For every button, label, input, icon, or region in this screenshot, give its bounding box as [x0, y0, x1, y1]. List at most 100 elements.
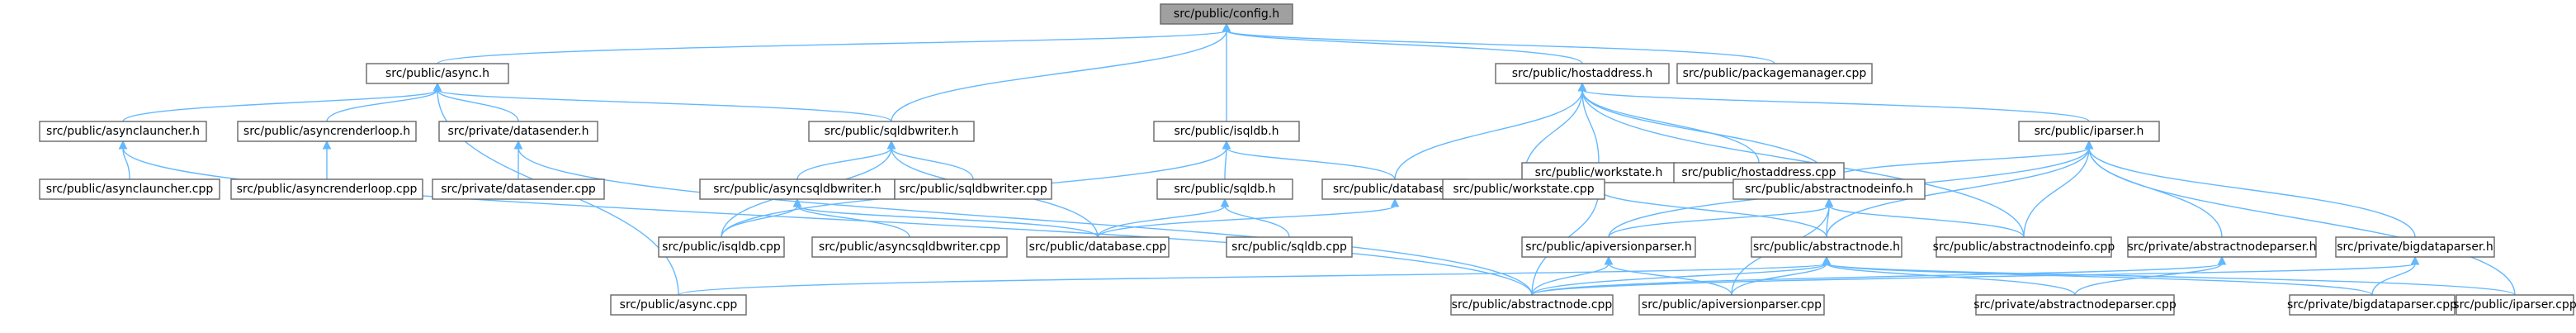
node-sqldbwriter-h[interactable]: src/public/sqldbwriter.h: [808, 121, 975, 142]
node-box: [1026, 236, 1170, 258]
edge-apiversionparser_cpp-to-apiversionparser_h: [1608, 263, 1732, 296]
node-asyncsqldbwriter-h[interactable]: src/public/asyncsqldbwriter.h: [699, 178, 896, 200]
edge-abstractnodeinfo_cpp-to-hostaddress_h: [1581, 89, 2025, 238]
node-abstractnode-cpp[interactable]: src/public/abstractnode.cpp: [1450, 294, 1614, 316]
edge-apiversionparser_cpp-to-abstractnode_h: [1731, 263, 1827, 296]
arrowhead-abstractnodeparser_cpp-to-abstractnodeparser_h: [2217, 255, 2227, 265]
node-iparser-cpp[interactable]: src/public/iparser.cpp: [2453, 294, 2576, 316]
node-async-cpp[interactable]: src/public/async.cpp: [610, 294, 747, 316]
node-box: [39, 178, 220, 200]
node-workstate-cpp[interactable]: src/public/workstate.cpp: [1442, 178, 1605, 200]
node-box: [658, 236, 785, 258]
node-label: src/public/asyncrenderloop.cpp: [237, 183, 418, 196]
node-label: src/public/config.h: [1174, 7, 1279, 21]
node-isqldb-cpp[interactable]: src/public/isqldb.cpp: [658, 236, 785, 258]
node-abstractnodeparser-h[interactable]: src/private/abstractnodeparser.h: [2127, 236, 2317, 258]
node-asyncrenderloop-cpp[interactable]: src/public/asyncrenderloop.cpp: [230, 178, 423, 200]
node-box: [2127, 236, 2317, 258]
node-database-cpp[interactable]: src/public/database.cpp: [1026, 236, 1170, 258]
node-box: [1936, 236, 2112, 258]
edge-sqldb_cpp-to-sqldb_h: [1224, 205, 1290, 238]
node-asyncrenderloop-h[interactable]: src/public/asyncrenderloop.h: [237, 121, 417, 142]
node-hostaddress-cpp[interactable]: src/public/hostaddress.cpp: [1673, 162, 1845, 183]
node-label: src/public/workstate.cpp: [1453, 183, 1594, 196]
arrowhead-iparser_cpp-to-iparser_h: [2084, 140, 2094, 150]
node-label: src/public/database.h: [1333, 183, 1457, 196]
edge-database_cpp-to-sqldb_h: [1097, 205, 1226, 238]
node-config-h[interactable]: src/public/config.h: [1160, 3, 1293, 25]
node-box: [237, 121, 417, 142]
node-label: src/public/abstractnodeinfo.h: [1745, 183, 1913, 196]
edge-datasender_h-to-async_h: [437, 89, 519, 122]
node-abstractnodeparser-cpp[interactable]: src/private/abstractnodeparser.cpp: [1973, 294, 2177, 316]
arrowhead-apiversionparser_cpp-to-apiversionparser_h: [1604, 255, 1614, 265]
edge-iparser_cpp-to-abstractnode_h: [1826, 263, 2516, 296]
edge-sqldbwriter_cpp-to-sqldbwriter_h: [891, 147, 974, 180]
node-label: src/public/iparser.cpp: [2453, 298, 2576, 312]
node-label: src/public/isqldb.cpp: [662, 240, 781, 254]
node-box: [610, 294, 747, 316]
node-box: [808, 121, 975, 142]
node-label: src/public/apiversionparser.cpp: [1642, 298, 1822, 312]
node-bigdataparser-cpp[interactable]: src/private/bigdataparser.cpp: [2287, 294, 2457, 316]
node-hostaddress-h[interactable]: src/public/hostaddress.h: [1495, 63, 1670, 84]
node-box: [1975, 294, 2175, 316]
edge-abstractnodeparser_cpp-to-abstractnodeparser_h: [2074, 263, 2223, 296]
node-apiversionparser-cpp[interactable]: src/public/apiversionparser.cpp: [1638, 294, 1825, 316]
node-box: [432, 178, 605, 200]
node-asyncsqldbwriter-cpp[interactable]: src/public/asyncsqldbwriter.cpp: [811, 236, 1008, 258]
node-packagemanager-cpp[interactable]: src/public/packagemanager.cpp: [1676, 63, 1873, 84]
edge-isqldb_cpp-to-asyncsqldbwriter_h: [721, 205, 798, 238]
edge-asynclauncher_cpp-to-asynclauncher_h: [122, 147, 130, 180]
node-label: src/private/bigdataparser.h: [2337, 240, 2493, 254]
node-box: [699, 178, 896, 200]
node-abstractnodeinfo-h[interactable]: src/public/abstractnodeinfo.h: [1732, 178, 1926, 200]
arrowhead-async_cpp-to-async_h: [432, 82, 442, 92]
node-sqldbwriter-cpp[interactable]: src/public/sqldbwriter.cpp: [894, 178, 1052, 200]
edge-abstractnode_cpp-to-bigdataparser_h: [1531, 263, 2416, 296]
edge-database_h-to-hostaddress_h: [1394, 89, 1583, 180]
node-box: [1495, 63, 1670, 84]
node-box: [1156, 178, 1293, 200]
edge-bigdataparser_h-to-iparser_h: [2088, 147, 2416, 238]
node-datasender-h[interactable]: src/private/datasender.h: [438, 121, 598, 142]
node-async-h[interactable]: src/public/async.h: [366, 63, 509, 84]
node-abstractnode-h[interactable]: src/public/abstractnode.h: [1751, 236, 1902, 258]
nodes-layer: src/public/config.h src/public/async.h src…: [39, 3, 2576, 316]
node-box: [1442, 178, 1605, 200]
node-isqldb-h[interactable]: src/public/isqldb.h: [1153, 121, 1300, 142]
edge-asynclauncher_h-to-async_h: [122, 89, 438, 122]
node-label: src/private/abstractnodeparser.h: [2127, 240, 2316, 254]
node-asynclauncher-cpp[interactable]: src/public/asynclauncher.cpp: [39, 178, 220, 200]
node-datasender-cpp[interactable]: src/private/datasender.cpp: [432, 178, 605, 200]
node-label: src/public/iparser.h: [2035, 125, 2144, 138]
node-box: [1751, 236, 1902, 258]
node-bigdataparser-h[interactable]: src/private/bigdataparser.h: [2335, 236, 2495, 258]
arrowhead-database_cpp-to-asyncsqldbwriter_h: [792, 197, 802, 207]
edge-abstractnodeinfo_cpp-to-abstractnodeinfo_h: [1828, 205, 2025, 238]
node-label: src/public/asyncrenderloop.h: [243, 125, 410, 138]
edge-abstractnode_cpp-to-apiversionparser_h: [1531, 263, 1609, 296]
node-sqldb-h[interactable]: src/public/sqldb.h: [1156, 178, 1293, 200]
node-label: src/public/sqldbwriter.cpp: [899, 183, 1047, 196]
arrowhead-asyncrenderloop_cpp-to-asyncrenderloop_h: [322, 140, 332, 150]
node-sqldb-cpp[interactable]: src/public/sqldb.cpp: [1226, 236, 1353, 258]
node-box: [894, 178, 1052, 200]
edge-abstractnodeinfo_cpp-to-iparser_h: [2023, 147, 2090, 238]
node-iparser-h[interactable]: src/public/iparser.h: [2018, 121, 2160, 142]
node-label: src/public/async.h: [385, 67, 489, 80]
edge-asyncrenderloop_h-to-async_h: [326, 89, 438, 122]
node-asynclauncher-h[interactable]: src/public/asynclauncher.h: [39, 121, 207, 142]
node-label: src/public/apiversionparser.h: [1525, 240, 1692, 254]
node-box: [2018, 121, 2160, 142]
node-apiversionparser-h[interactable]: src/public/apiversionparser.h: [1521, 236, 1696, 258]
edge-sqldbwriter_h-to-config_h: [891, 30, 1227, 122]
node-box: [1160, 3, 1293, 25]
edges-layer: [118, 22, 2516, 296]
node-abstractnodeinfo-cpp[interactable]: src/public/abstractnodeinfo.cpp: [1933, 236, 2115, 258]
arrowhead-sqldb_cpp-to-sqldb_h: [1220, 197, 1230, 207]
node-label: src/private/abstractnodeparser.cpp: [1973, 298, 2177, 312]
arrowhead-bigdataparser_cpp-to-bigdataparser_h: [2410, 255, 2420, 265]
edge-database_cpp-to-database_h: [1097, 205, 1396, 238]
